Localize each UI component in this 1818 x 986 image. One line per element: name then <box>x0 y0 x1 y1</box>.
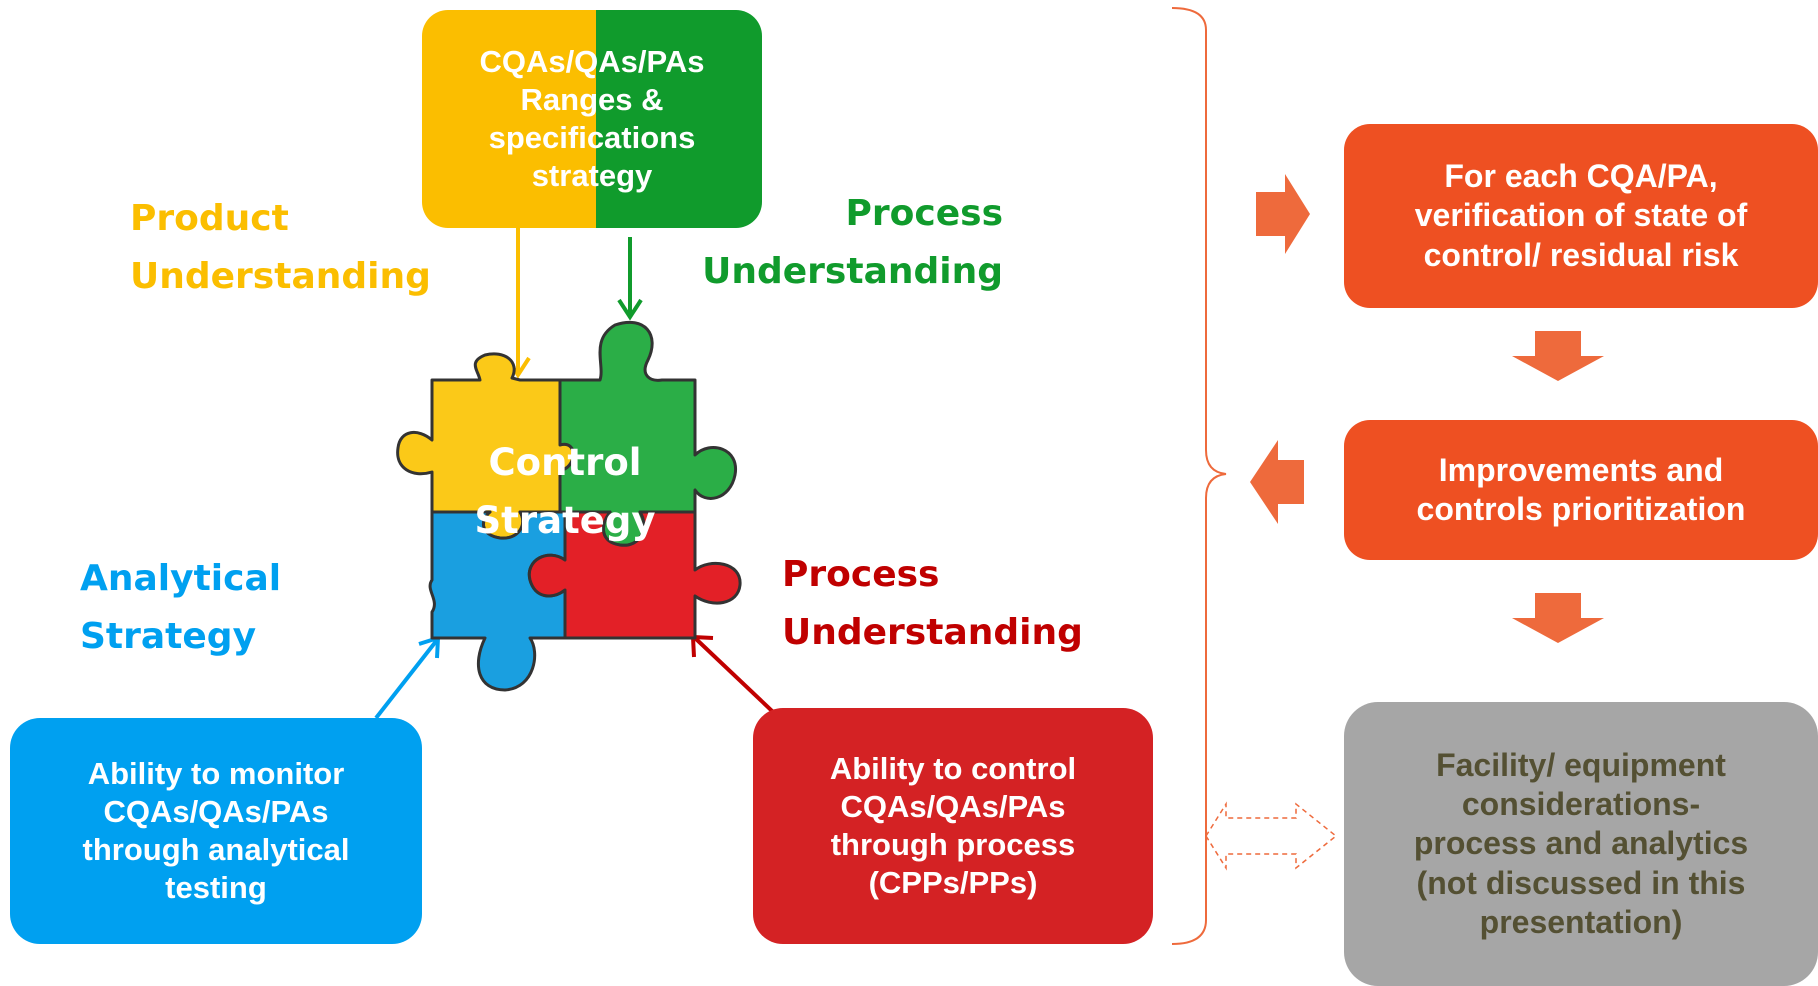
step-line: verification of state of <box>1414 197 1748 234</box>
puzzle-line: Strategy <box>474 499 656 542</box>
label-line: Analytical <box>80 558 282 599</box>
label-line: Understanding <box>782 612 1083 653</box>
process-arrow-green <box>617 237 643 321</box>
step-line: For each CQA/PA, <box>1444 158 1718 195</box>
product-arrow <box>505 228 531 379</box>
specifications-strategy-box: CQAs/QAs/PAs Ranges & specifications str… <box>422 10 762 228</box>
monitor-line: CQAs/QAs/PAs <box>103 794 329 830</box>
specifications-strategy-line: Ranges & <box>520 82 664 118</box>
specifications-strategy-line: specifications <box>488 120 696 155</box>
process-understanding-red-label: Process Understanding <box>782 546 1083 662</box>
label-line: Process <box>845 193 1003 234</box>
verification-step-box: For each CQA/PA, verification of state o… <box>1344 124 1818 308</box>
facility-line: presentation) <box>1479 903 1683 940</box>
double-arrow-dashed <box>1205 801 1338 871</box>
prioritization-step-box: Improvements and controls prioritization <box>1344 420 1818 560</box>
label-line: Product <box>130 198 289 239</box>
facility-line: process and analytics <box>1413 825 1749 862</box>
puzzle-piece-red <box>527 510 742 640</box>
product-understanding-label: Product Understanding <box>130 190 431 306</box>
puzzle-line: Control <box>488 441 642 484</box>
control-line: Ability to control <box>829 751 1077 787</box>
monitor-line: through analytical <box>82 832 350 867</box>
down-arrow <box>1512 593 1604 643</box>
step-line: Improvements and <box>1438 451 1724 488</box>
facility-line: Facility/ equipment <box>1436 747 1726 784</box>
grouping-bracket <box>1171 7 1227 945</box>
control-line: through process <box>830 827 1076 862</box>
label-line: Process <box>782 554 940 595</box>
step-line: controls prioritization <box>1416 491 1746 527</box>
monitor-line: testing <box>165 869 267 905</box>
left-arrow <box>1250 440 1304 524</box>
label-line: Understanding <box>130 256 431 297</box>
label-line: Strategy <box>80 616 257 657</box>
process-understanding-green-label: Process Understanding <box>700 185 1003 301</box>
control-ability-box: Ability to control CQAs/QAs/PAs through … <box>753 708 1153 944</box>
right-arrow <box>1256 174 1310 254</box>
facility-line: (not discussed in this <box>1416 864 1746 901</box>
control-line: CQAs/QAs/PAs <box>840 789 1066 825</box>
control-strategy-label: Control Strategy <box>460 434 670 550</box>
analytical-arrow <box>374 635 441 720</box>
facility-considerations-box: Facility/ equipment considerations- proc… <box>1344 702 1818 986</box>
step-line: control/ residual risk <box>1423 236 1739 273</box>
specifications-strategy-line: CQAs/QAs/PAs <box>479 44 705 80</box>
puzzle-graphic <box>396 320 742 692</box>
facility-line: considerations- <box>1461 786 1701 823</box>
monitor-line: Ability to monitor <box>87 756 345 792</box>
monitor-ability-box: Ability to monitor CQAs/QAs/PAs through … <box>10 718 422 944</box>
specifications-strategy-line: strategy <box>531 157 653 193</box>
down-arrow <box>1512 331 1604 381</box>
label-line: Understanding <box>702 251 1003 292</box>
control-line: (CPPs/PPs) <box>868 864 1038 900</box>
analytical-strategy-label: Analytical Strategy <box>80 550 281 666</box>
